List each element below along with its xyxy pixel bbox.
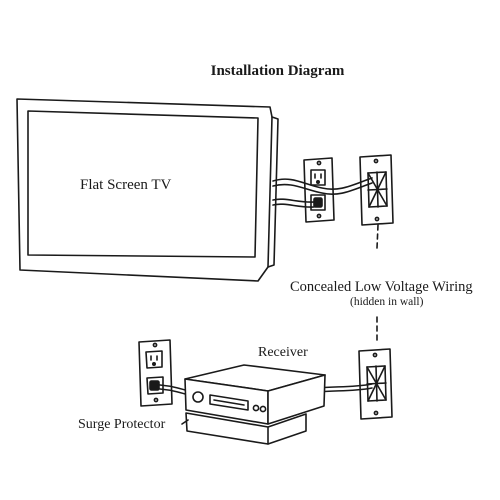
receiver-power-outlet — [139, 340, 172, 406]
diagram-title: Installation Diagram — [210, 63, 345, 79]
wiring-note: (hidden in wall) — [350, 296, 424, 308]
outlet-receptacle-top — [311, 170, 325, 185]
control-knob-icon — [260, 406, 265, 411]
tv-side-edge — [268, 117, 278, 267]
upper-wall-plate — [360, 155, 393, 225]
wiring-label: Concealed Low Voltage Wiring — [290, 279, 473, 295]
display-panel — [210, 395, 248, 410]
tv-cables — [273, 178, 372, 207]
receiver-side — [268, 375, 325, 424]
plug-icon — [314, 198, 322, 207]
concealed-wiring-line — [377, 225, 378, 343]
receiver-label: Receiver — [258, 345, 308, 360]
lower-wall-plate — [359, 349, 392, 419]
surge-protector — [186, 413, 306, 444]
tv-label: Flat Screen TV — [80, 177, 172, 193]
tv-screen — [28, 111, 258, 257]
av-cable — [318, 384, 372, 388]
surge-protector-label: Surge Protector — [78, 417, 166, 432]
control-knob-icon — [253, 405, 258, 410]
receiver — [185, 365, 325, 424]
outlet-receptacle-bottom — [147, 377, 163, 394]
flat-screen-tv — [17, 99, 278, 281]
outlet-receptacle-top — [146, 351, 162, 368]
surge-protector-leader — [182, 420, 188, 424]
outlet-receptacle-bottom — [311, 195, 325, 210]
volume-knob-icon — [193, 392, 203, 402]
plug-icon — [150, 381, 159, 390]
